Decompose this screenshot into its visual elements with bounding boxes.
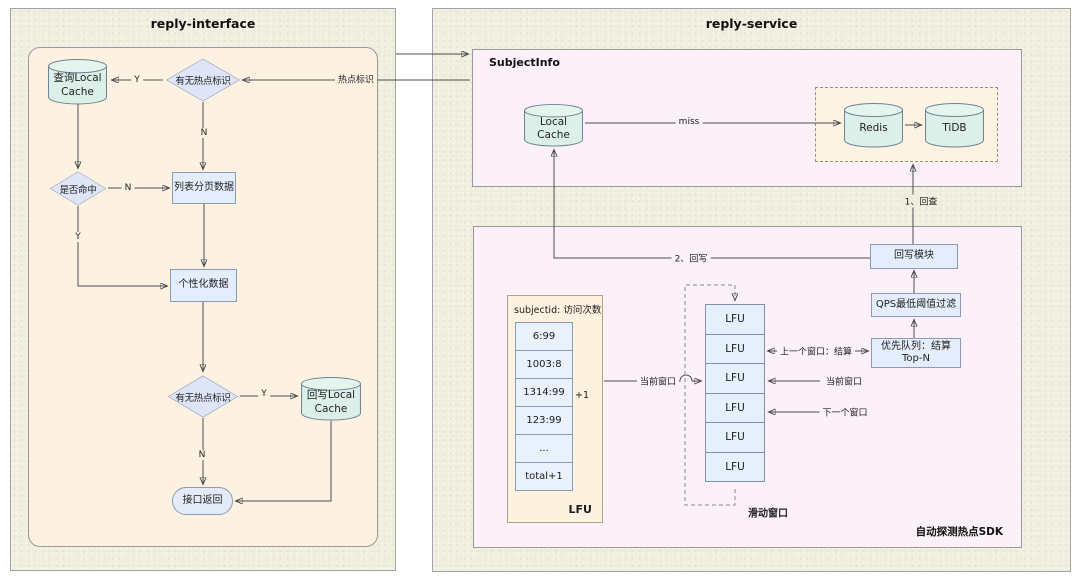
lfu-table-cells: 6:99 1003:8 1314:99 123:99 ... total+1 [515,322,573,491]
lfu-stack-cell: LFU [705,333,765,364]
diamond-shape [49,171,107,206]
api-return-label: 接口返回 [182,494,223,506]
lfu-stack-cell: LFU [705,363,765,394]
lfu-table-cell: 1003:8 [515,350,573,379]
edge-label-y2: Y [72,232,84,242]
reply-service-title: reply-service [705,16,798,31]
lfu-footer-label: LFU [568,503,592,516]
subjectinfo-label: SubjectInfo [489,56,560,69]
lfu-table-cell: 1314:99 [515,378,573,407]
cylinder-shape [48,59,107,105]
reply-interface-title: reply-interface [150,16,256,31]
query-local-cache-cylinder: 查询Local Cache [47,58,108,105]
lfu-table-cell: ... [515,434,573,463]
lfu-table-cell: 6:99 [515,322,573,351]
edge-label-current-window: 当前窗口 [822,374,866,388]
write-module-label: 回写模块 [894,250,934,262]
edge-label-next-window: 下一个窗口 [819,405,871,419]
lfu-stack: LFU LFU LFU LFU LFU LFU [705,304,765,482]
priority-queue-node: 优先队列：结算 Top-N [871,338,961,368]
lfu-table-cell: total+1 [515,462,573,491]
api-return-node: 接口返回 [172,487,233,515]
cache-hit-label: 是否命中 [59,184,97,196]
lfu-stack-cell: LFU [705,392,765,423]
lfu-table-cell: 123:99 [515,406,573,435]
cache-hit-diamond: 是否命中 [49,171,107,206]
lfu-table-container: subjectid: 访问次数 6:99 1003:8 1314:99 123:… [507,295,603,523]
priority-queue-label-line2: Top-N [902,353,930,364]
cylinder-shape [301,376,361,421]
lfu-stack-cell: LFU [705,304,765,335]
edge-label-prev-window: 上一个窗口：结算 [776,344,856,358]
cylinder-shape [844,103,903,148]
write-local-cache-label: 回写Local Cache [306,389,356,415]
list-page-label: 列表分页数据 [174,181,234,193]
tidb-cylinder: TiDB [924,102,985,148]
edge-label-n1: N [197,128,211,138]
edge-label-check-back: 1、回查 [901,194,941,208]
sliding-window-label: 滑动窗口 [748,508,788,520]
cylinder-shape [925,103,984,148]
hotspot-sdk-label: 自动探测热点SDK [915,526,1003,538]
local-cache-label: Local Cache [537,115,570,141]
edge-label-n2: N [121,183,135,193]
priority-queue-label-line1: 优先队列：结算 [881,340,951,352]
write-local-cache-cylinder: 回写Local Cache [300,376,362,421]
redis-label: Redis [859,122,888,135]
tidb-label: TiDB [942,122,967,135]
lfu-stack-cell: LFU [705,422,765,453]
hot-flag-check2-label: 有无热点标识 [175,392,231,404]
personalized-node: 个性化数据 [170,269,237,302]
lfu-table-header: subjectid: 访问次数 [514,305,602,316]
hot-flag-check-label: 有无热点标识 [175,76,231,87]
diamond-shape [167,375,239,418]
query-local-cache-label: 查询Local Cache [53,72,102,98]
edge-label-miss: miss [675,117,703,127]
edge-label-y3: Y [258,389,270,399]
edge-label-y1: Y [131,75,143,85]
diamond-shape [165,58,241,102]
cylinder-shape [524,103,583,147]
edge-label-write-back: 2、回写 [671,251,711,265]
write-module-node: 回写模块 [870,244,958,269]
qps-filter-node: QPS最低阈值过滤 [871,293,961,317]
qps-filter-label: QPS最低阈值过滤 [875,298,957,310]
personalized-label: 个性化数据 [178,279,229,291]
edge-label-hot-flag: 热点标识 [334,72,378,86]
lfu-plus-one-label: +1 [575,390,590,401]
redis-cylinder: Redis [843,102,904,148]
local-cache-cylinder: Local Cache [523,103,584,147]
edge-label-n3: N [195,450,209,460]
hot-flag-check2-diamond: 有无热点标识 [167,375,239,418]
edge-label-current-window-in: 当前窗口 [636,374,680,388]
list-page-node: 列表分页数据 [172,172,236,204]
hot-flag-check-diamond: 有无热点标识 [165,58,241,102]
lfu-stack-cell: LFU [705,451,765,482]
